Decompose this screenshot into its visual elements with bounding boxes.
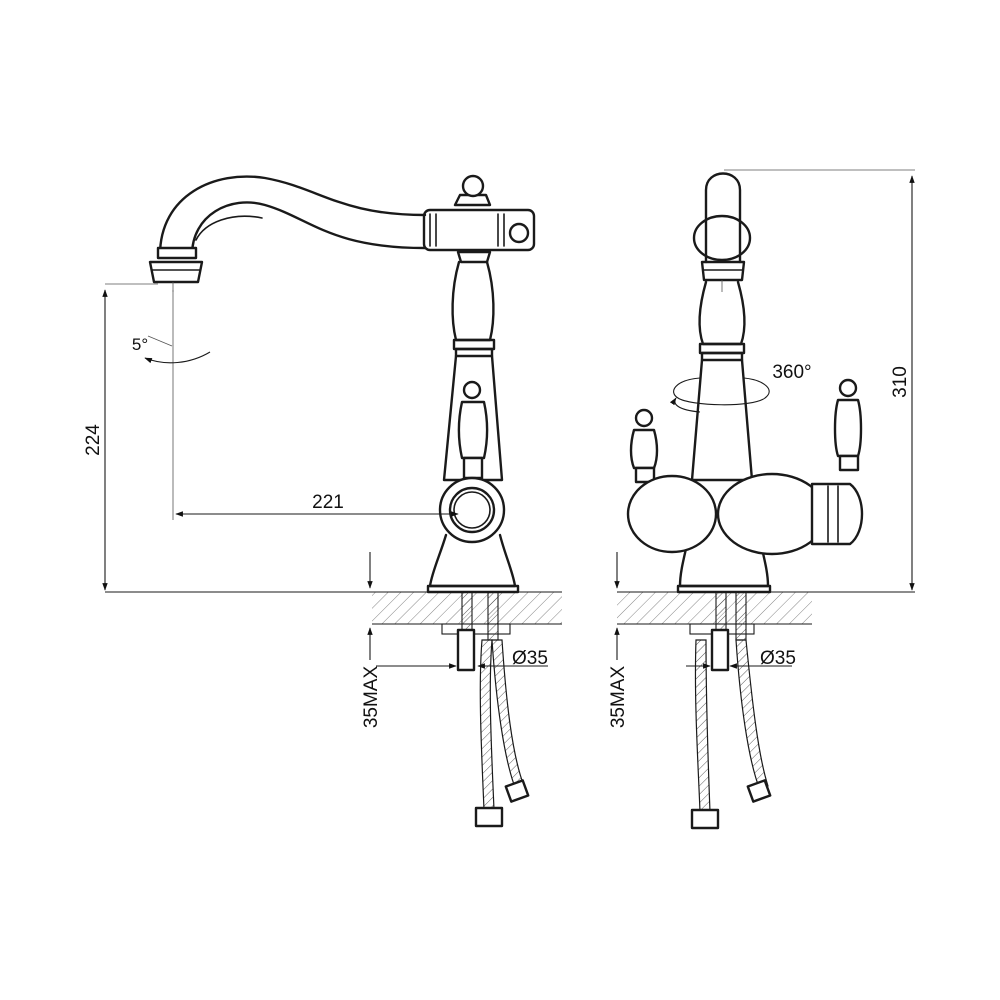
body-left [422,174,536,594]
dim-lines-left [102,283,548,669]
spout-right [692,172,752,292]
reach-dimension-label: 221 [312,492,344,513]
valve-housing-right [626,472,864,556]
front-view: 310 360° 35MAX Ø35 [608,169,915,830]
handles-right [629,378,863,484]
side-view: 224 221 5° 35MAX Ø35 [83,174,562,828]
total-height-label: 310 [890,366,911,398]
height-dimension-label: 224 [83,424,104,456]
counter-max-label: 35MAX [361,666,382,729]
rotation-label: 360° [772,362,811,383]
counter-max-label-right: 35MAX [608,666,629,729]
spout-left [148,175,427,292]
hole-diameter-label-right: Ø35 [760,648,796,669]
filter-valve-left [438,476,506,544]
mount-left [441,591,530,828]
handle-left [457,380,489,480]
angle-dimension-label: 5° [132,335,148,354]
hole-diameter-label: Ø35 [512,648,548,669]
rotation-indicator [669,377,770,413]
dim-lines-right [614,169,915,669]
countertop-right [617,591,915,625]
mount-right [689,591,772,830]
